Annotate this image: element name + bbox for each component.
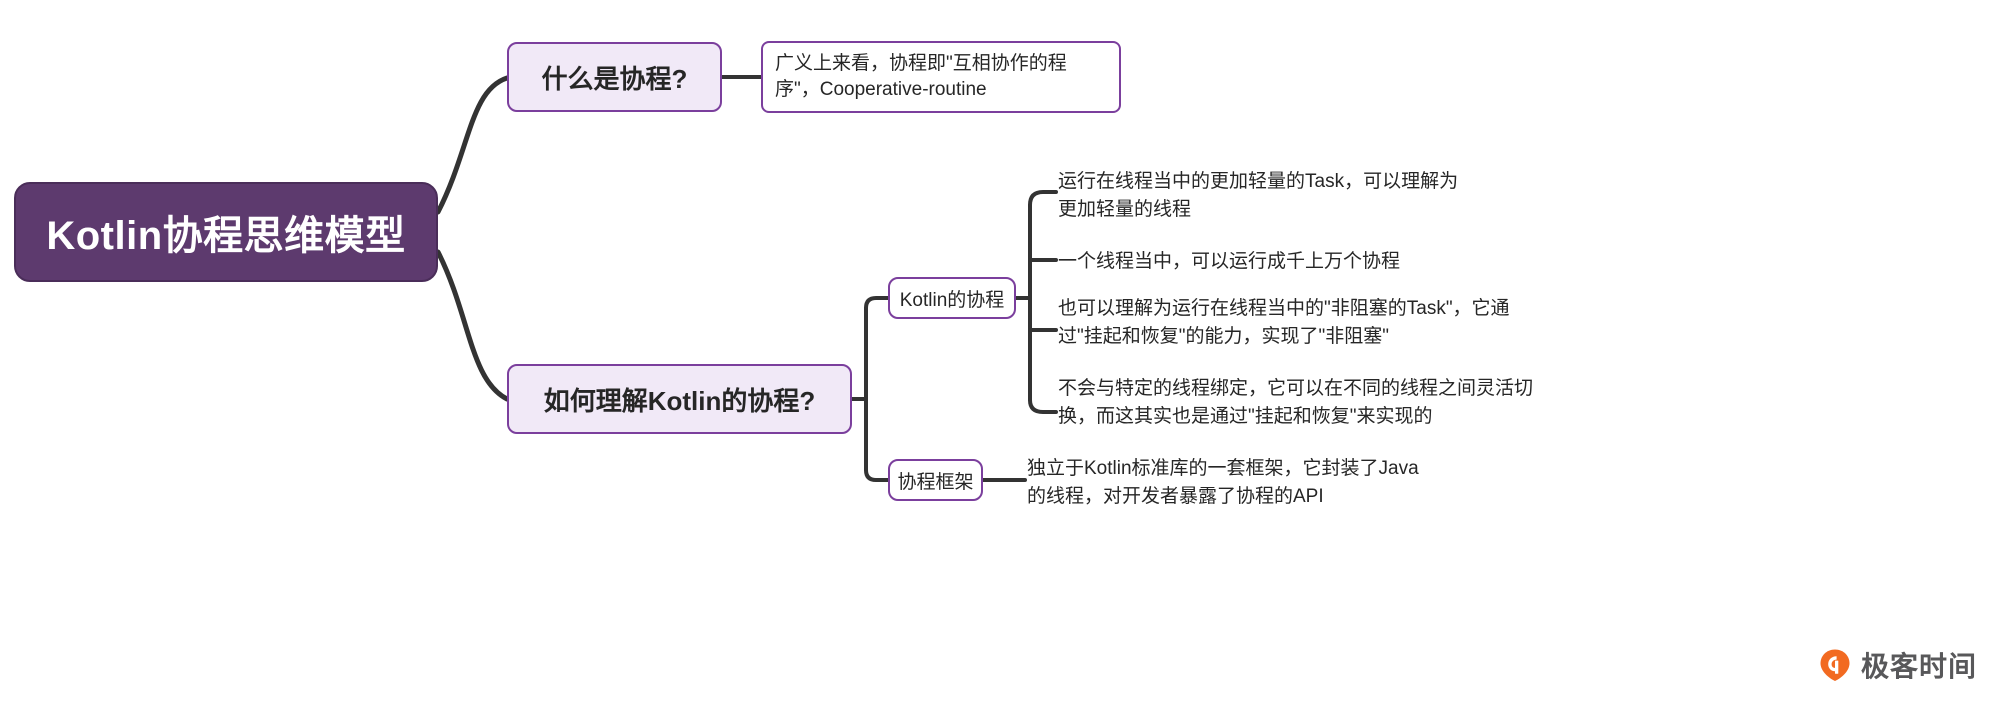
node-coroutine-framework-label: 协程框架	[897, 471, 974, 493]
leaf-non-blocking-task: 也可以理解为运行在线程当中的"非阻塞的Task"，它通 过"挂起和恢复"的能力，…	[1058, 298, 1510, 347]
definition-text: 广义上来看，协程即"互相协作的程序"，Cooperative-routine	[775, 53, 1067, 100]
node-kotlin-coroutine-label: Kotlin的协程	[899, 289, 1005, 311]
definition-box[interactable]: 广义上来看，协程即"互相协作的程序"，Cooperative-routine	[761, 41, 1121, 113]
leaf-framework-description: 独立于Kotlin标准库的一套框架，它封装了Java 的线程，对开发者暴露了协程…	[1027, 458, 1419, 507]
watermark-label: 极客时间	[1861, 651, 1978, 682]
branch-node-how-to-understand[interactable]: 如何理解Kotlin的协程?	[507, 364, 852, 434]
leaf-lightweight-task: 运行在线程当中的更加轻量的Task，可以理解为 更加轻量的线程	[1058, 171, 1459, 220]
leaf-thread-switching: 不会与特定的线程绑定，它可以在不同的线程之间灵活切 换，而这其实也是通过"挂起和…	[1058, 378, 1534, 427]
root-node[interactable]: Kotlin协程思维模型	[14, 182, 438, 282]
root-node-label: Kotlin协程思维模型	[46, 214, 406, 258]
geekbang-pin-icon	[1818, 648, 1852, 682]
branch-node-what-is-coroutine[interactable]: 什么是协程?	[507, 42, 722, 112]
leaf-many-coroutines: 一个线程当中，可以运行成千上万个协程	[1058, 251, 1401, 272]
branch-node-label: 什么是协程?	[541, 63, 688, 94]
watermark: 极客时间	[1818, 645, 1977, 685]
node-kotlin-coroutine[interactable]: Kotlin的协程	[888, 277, 1016, 319]
node-coroutine-framework[interactable]: 协程框架	[888, 459, 983, 501]
branch-node-label: 如何理解Kotlin的协程?	[543, 385, 816, 416]
